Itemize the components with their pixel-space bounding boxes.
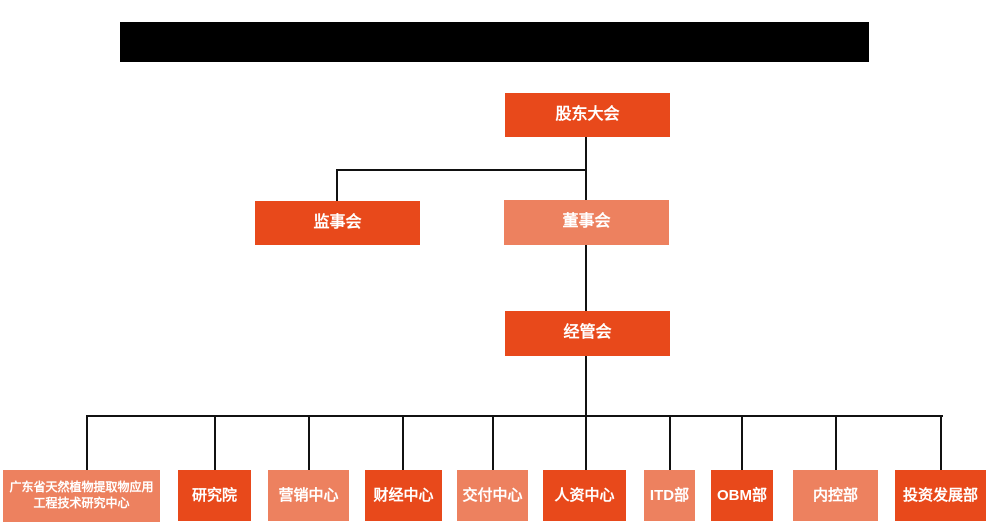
- org-node-internal-control-department: 内控部: [793, 470, 878, 521]
- org-node-hr-center: 人资中心: [543, 470, 626, 521]
- redacted-title-bar: [120, 22, 869, 62]
- connector-line: [336, 169, 587, 171]
- org-node-supervisory-board: 监事会: [255, 201, 420, 245]
- connector-line: [87, 415, 943, 417]
- connector-line: [402, 415, 404, 470]
- connector-line: [308, 415, 310, 470]
- org-node-guangdong-research-center: 广东省天然植物提取物应用工程技术研究中心: [3, 470, 160, 522]
- org-node-investment-development-department: 投资发展部: [895, 470, 986, 521]
- org-node-research-institute: 研究院: [178, 470, 251, 521]
- org-node-marketing-center: 营销中心: [268, 470, 349, 521]
- connector-line: [585, 356, 587, 416]
- org-node-management-committee: 经管会: [505, 311, 670, 356]
- connector-line: [835, 415, 837, 470]
- org-node-finance-center: 财经中心: [365, 470, 442, 521]
- org-node-itd-department: ITD部: [644, 470, 695, 521]
- connector-line: [669, 415, 671, 470]
- connector-line: [741, 415, 743, 470]
- connector-line: [214, 415, 216, 470]
- connector-line: [585, 137, 587, 200]
- connector-line: [492, 415, 494, 470]
- connector-line: [86, 415, 88, 470]
- connector-line: [336, 169, 338, 201]
- org-node-board-of-directors: 董事会: [504, 200, 669, 245]
- org-node-shareholders-meeting: 股东大会: [505, 93, 670, 137]
- org-node-obm-department: OBM部: [711, 470, 773, 521]
- org-node-delivery-center: 交付中心: [457, 470, 528, 521]
- connector-line: [585, 415, 587, 470]
- connector-line: [585, 245, 587, 311]
- connector-line: [940, 415, 942, 470]
